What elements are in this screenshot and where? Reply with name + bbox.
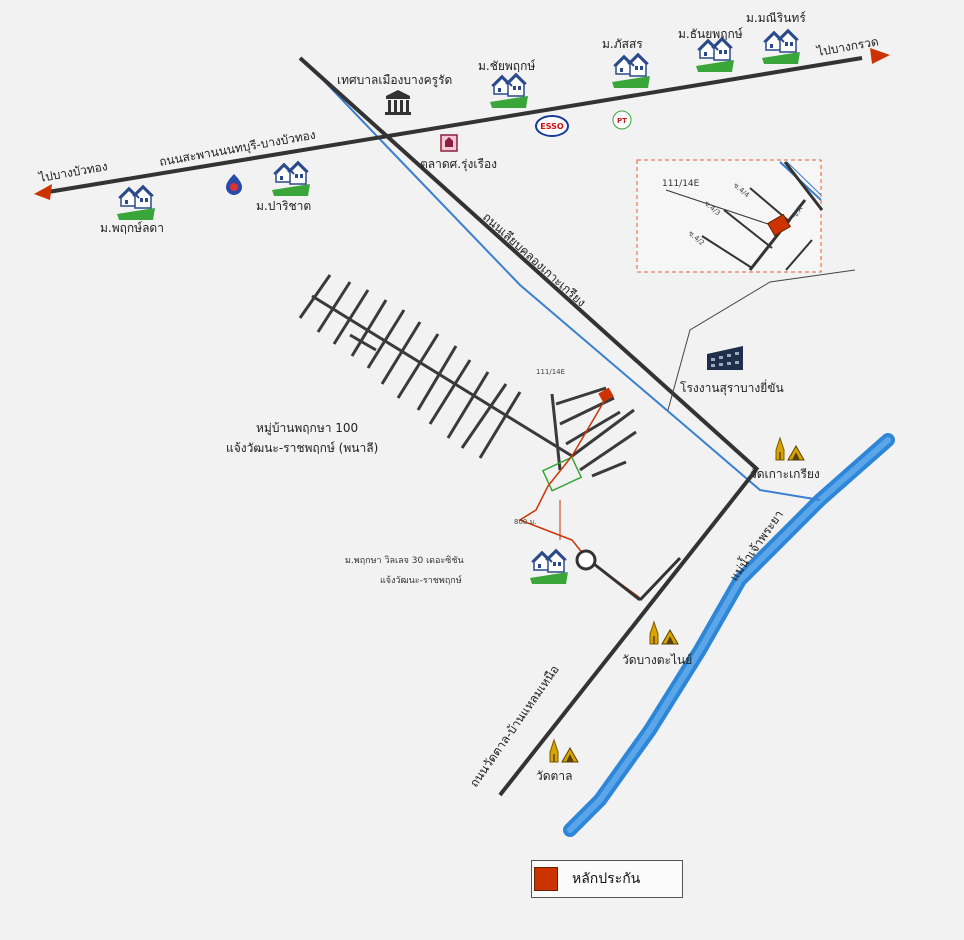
- label-distance: 800 ม.: [514, 518, 536, 526]
- label-temple-bang-phai: วัดบางตะไนย์: [622, 653, 692, 667]
- property-marker: [767, 213, 791, 237]
- temple-icon-tan: [549, 739, 579, 763]
- market-icon: [440, 134, 458, 152]
- roundabout: [575, 549, 597, 571]
- house-icon-maneerin: [761, 29, 801, 65]
- label-village-pruksa-30-line1: ม.พฤกษา วิลเลจ 30 เดอะซิชัน: [345, 555, 464, 566]
- main-road: [34, 48, 890, 200]
- temple-icon-bang-phai: [649, 621, 679, 645]
- legend-text: หลักประกัน: [572, 871, 641, 887]
- label-plot-small: 111/14E: [536, 368, 565, 376]
- house-icon-thanyaphruek: [695, 37, 735, 73]
- river-road: [298, 56, 760, 472]
- legend-swatch: [534, 867, 558, 891]
- label-village-pruksa-30-line2: แจ้งวัฒนะ-ราชพฤกษ์: [380, 574, 462, 586]
- property-marker-small: [598, 387, 614, 403]
- house-icon-parichat: [271, 161, 311, 197]
- esso-logo: ESSO: [535, 115, 569, 137]
- label-village-chaiyaphruek: ม.ชัยพฤกษ์: [478, 59, 536, 73]
- pt-logo: PT: [612, 110, 632, 130]
- temple-icon-koh-kriang: [775, 437, 805, 461]
- municipality-icon: [385, 90, 411, 115]
- house-icon-chaiyaphruek: [489, 73, 529, 109]
- gas-station-icon: [226, 174, 242, 195]
- label-village-thanyaphruek: ม.ธันยพฤกษ์: [678, 27, 743, 41]
- svg-text:PT: PT: [617, 117, 627, 125]
- label-main-road: ถนนสะพานนนทบุรี-บางบัวทอง: [158, 128, 317, 170]
- label-market: ตลาดศ.รุ่งเรือง: [420, 157, 497, 172]
- label-village-pruklada: ม.พฤกษ์ลดา: [100, 221, 164, 235]
- canal: [305, 61, 821, 501]
- label-temple-koh-kriang: วัดเกาะเกรียง: [750, 467, 820, 481]
- inset-map: [636, 159, 824, 273]
- label-village-phatsorn: ม.ภัสสร: [602, 37, 643, 51]
- label-inset-plot: 111/14E: [662, 179, 700, 189]
- legend: หลักประกัน: [531, 860, 683, 898]
- label-to-bang-kruai: ไปบางกรวด: [815, 34, 880, 59]
- factory-icon: [707, 346, 743, 370]
- house-icon-pruksa30: [529, 549, 569, 585]
- label-temple-tan: วัดตาล: [536, 769, 572, 783]
- house-icon-phatsorn: [611, 53, 651, 89]
- label-village-pruksa-100-line2: แจ้งวัฒนะ-ราชพฤกษ์ (พนาลี): [226, 441, 378, 455]
- label-village-pruksa-100-line1: หมู่บ้านพฤกษา 100: [256, 421, 358, 436]
- label-village-maneerin: ม.มณีรินทร์: [746, 11, 806, 25]
- label-municipality: เทศบาลเมืองบางครูรัด: [337, 73, 452, 88]
- label-factory: โรงงานสุราบางยี่ขัน: [680, 379, 784, 396]
- label-village-parichat: ม.ปาริชาต: [256, 199, 311, 213]
- house-icon-pruklada: [116, 185, 156, 221]
- svg-text:ESSO: ESSO: [540, 122, 564, 131]
- wat-road: [498, 468, 758, 797]
- label-to-bang-bua-thong: ไปบางบัวทอง: [37, 159, 109, 185]
- village-grid: [298, 274, 637, 478]
